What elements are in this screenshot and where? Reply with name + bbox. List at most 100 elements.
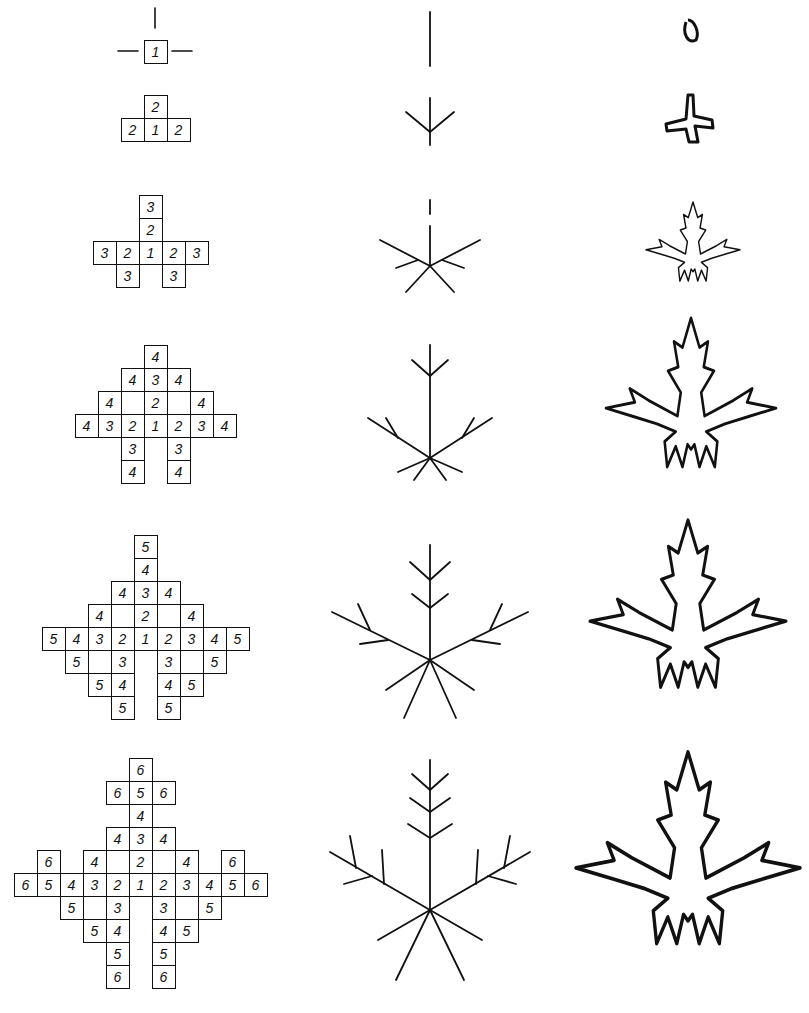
cell-number: 6 — [45, 855, 53, 869]
number-cell: 5 — [83, 919, 107, 943]
number-cell: 4 — [129, 804, 153, 828]
number-cell: 2 — [167, 414, 191, 438]
number-cell: 5 — [180, 673, 204, 697]
number-cell: 3 — [116, 264, 140, 288]
number-cell: 4 — [60, 873, 84, 897]
number-cell: 2 — [121, 414, 145, 438]
number-cell: 3 — [139, 195, 163, 219]
number-cell: 4 — [213, 414, 237, 438]
number-cell: 2 — [162, 241, 186, 265]
number-cell: 5 — [198, 896, 222, 920]
cell-number: 2 — [147, 223, 155, 237]
number-cell: 5 — [37, 873, 61, 897]
cell-number: 3 — [137, 832, 145, 846]
number-cell: 2 — [144, 95, 168, 119]
cell-number: 4 — [152, 350, 160, 364]
number-cell: 2 — [111, 627, 135, 651]
cell-number: 5 — [45, 878, 53, 892]
cell-number: 6 — [114, 786, 122, 800]
number-cell: 3 — [121, 437, 145, 461]
number-cell: 4 — [157, 673, 181, 697]
number-cell: 2 — [129, 850, 153, 874]
number-cell: 4 — [190, 391, 214, 415]
cell-number: 4 — [129, 465, 137, 479]
number-cell: 3 — [144, 368, 168, 392]
cell-number: 3 — [165, 655, 173, 669]
number-cell: 5 — [129, 781, 153, 805]
number-cell: 4 — [121, 460, 145, 484]
cell-number: 5 — [137, 786, 145, 800]
number-cell: 6 — [106, 965, 130, 989]
cell-number: 2 — [114, 878, 122, 892]
number-cell: 5 — [175, 919, 199, 943]
cell-number: 5 — [183, 924, 191, 938]
number-cell: 3 — [162, 264, 186, 288]
cell-number: 5 — [96, 678, 104, 692]
number-cell: 1 — [134, 627, 158, 651]
cell-number: 6 — [160, 786, 168, 800]
number-cell: 3 — [175, 873, 199, 897]
number-cell: 4 — [134, 558, 158, 582]
cell-number: 5 — [206, 901, 214, 915]
cell-number: 4 — [206, 878, 214, 892]
number-cell: 2 — [144, 391, 168, 415]
number-cell: 5 — [203, 650, 227, 674]
number-cell: 4 — [203, 627, 227, 651]
number-cell: 4 — [198, 873, 222, 897]
number-cell: 4 — [152, 919, 176, 943]
cell-number: 4 — [91, 855, 99, 869]
number-cell: 2 — [121, 118, 145, 142]
cell-number: 1 — [137, 878, 145, 892]
number-cell: 4 — [98, 391, 122, 415]
cell-number: 2 — [152, 396, 160, 410]
cell-number: 3 — [101, 246, 109, 260]
number-cell: 5 — [111, 696, 135, 720]
number-cell: 6 — [37, 850, 61, 874]
number-cell: 4 — [175, 850, 199, 874]
number-cell: 3 — [185, 241, 209, 265]
number-cell: 6 — [14, 873, 38, 897]
cell-number: 5 — [114, 947, 122, 961]
number-cell: 3 — [134, 581, 158, 605]
number-cell: 3 — [106, 896, 130, 920]
number-cell: 3 — [152, 896, 176, 920]
number-cell: 5 — [152, 942, 176, 966]
number-cell: 5 — [157, 696, 181, 720]
cell-number: 3 — [188, 632, 196, 646]
cell-number: 2 — [160, 878, 168, 892]
cell-number: 4 — [198, 396, 206, 410]
number-cell: 4 — [88, 604, 112, 628]
cell-number: 4 — [96, 609, 104, 623]
number-cell: 2 — [167, 118, 191, 142]
number-cell: 3 — [88, 627, 112, 651]
cell-number: 2 — [129, 419, 137, 433]
number-cell: 3 — [190, 414, 214, 438]
number-cell: 4 — [167, 460, 191, 484]
cell-number: 1 — [152, 45, 160, 59]
number-cell: 3 — [98, 414, 122, 438]
cell-number: 4 — [114, 924, 122, 938]
cell-number: 3 — [106, 419, 114, 433]
cell-number: 6 — [229, 855, 237, 869]
number-cell: 6 — [129, 758, 153, 782]
number-cell: 5 — [134, 535, 158, 559]
cell-number: 5 — [50, 632, 58, 646]
cell-number: 3 — [175, 442, 183, 456]
branch-skeletons — [330, 12, 530, 980]
cell-number: 6 — [137, 763, 145, 777]
cell-number: 1 — [152, 123, 160, 137]
cell-number: 4 — [142, 563, 150, 577]
cell-number: 2 — [170, 246, 178, 260]
cell-number: 3 — [147, 200, 155, 214]
cell-number: 3 — [183, 878, 191, 892]
cell-number: 2 — [175, 419, 183, 433]
number-cell: 6 — [152, 781, 176, 805]
number-cell: 4 — [111, 581, 135, 605]
number-cell: 2 — [139, 218, 163, 242]
cell-number: 4 — [160, 924, 168, 938]
cell-number: 4 — [175, 465, 183, 479]
cell-number: 5 — [73, 655, 81, 669]
cell-number: 4 — [83, 419, 91, 433]
